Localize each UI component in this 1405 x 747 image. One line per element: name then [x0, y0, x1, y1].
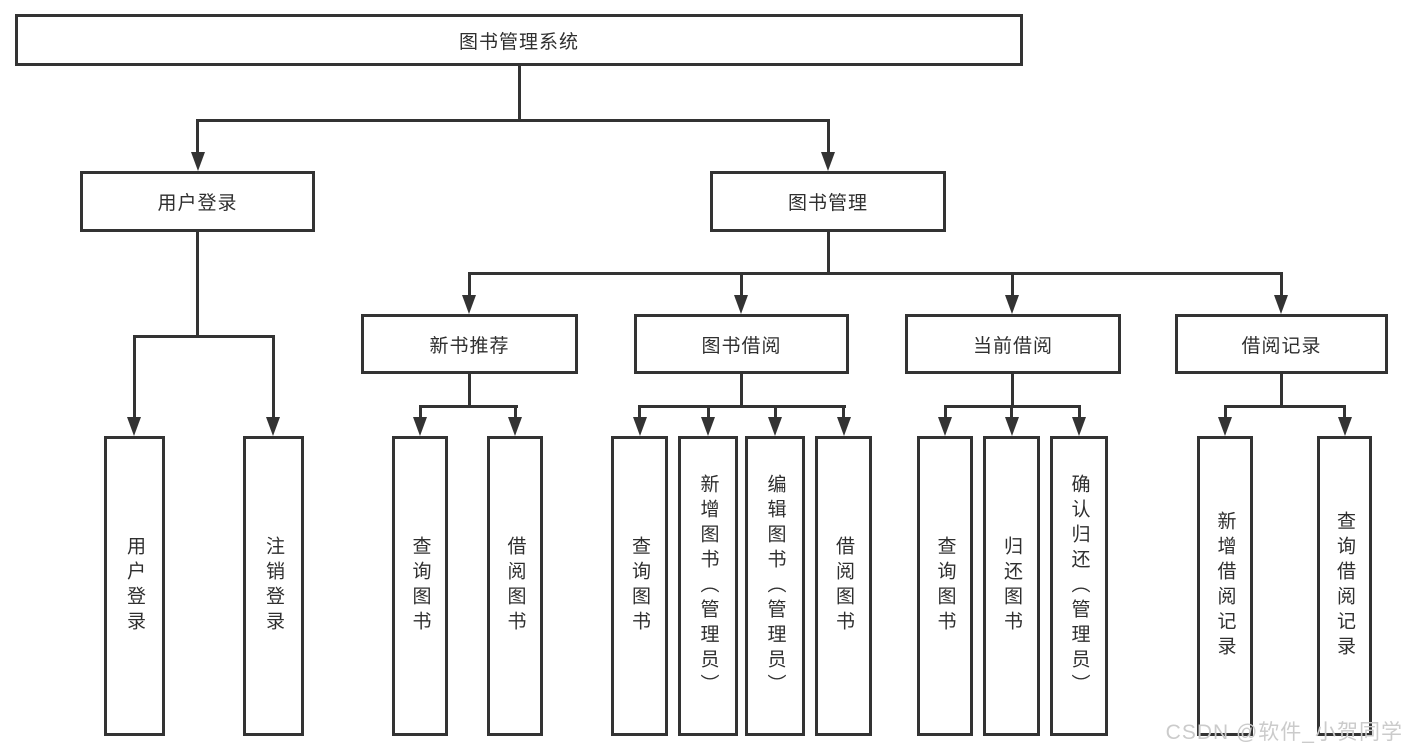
connector-drop: [638, 405, 641, 420]
node-user-login: 用户登录: [80, 171, 315, 232]
connector-drop: [842, 405, 845, 420]
leaf-user-login-label: 用户登录: [124, 536, 145, 636]
node-current-borrow-label: 当前借阅: [972, 335, 1053, 357]
node-new-book-recommend-label: 新书推荐: [429, 335, 510, 357]
connector-stem: [1279, 374, 1283, 408]
connector-stem: [467, 374, 471, 408]
connector-arrowhead: [1072, 417, 1086, 436]
leaf-borrow-borrow-books: 借阅图书: [815, 436, 872, 736]
connector-drop: [418, 405, 422, 420]
node-book-borrow: 图书借阅: [634, 314, 849, 374]
connector-drop: [739, 272, 743, 298]
connector-drop: [773, 405, 777, 420]
connector-arrowhead: [1274, 295, 1288, 314]
leaf-current-confirm-return-admin-label: 确认归还（管理员）: [1068, 473, 1090, 699]
node-root: 图书管理系统: [15, 14, 1023, 66]
connector-drop: [467, 272, 471, 298]
node-book-management: 图书管理: [710, 171, 946, 232]
connector-stem: [739, 374, 743, 408]
connector-arrowhead: [734, 295, 748, 314]
connector-arrowhead: [1337, 417, 1352, 436]
connector-arrowhead: [266, 417, 280, 436]
node-borrow-records-label: 借阅记录: [1241, 335, 1322, 357]
connector-bar: [1223, 405, 1346, 408]
leaf-records-add-record-label: 新增借阅记录: [1214, 511, 1236, 661]
node-current-borrow: 当前借阅: [905, 314, 1121, 374]
leaf-borrow-add-books-admin: 新增图书（管理员）: [678, 436, 738, 736]
connector-drop: [1343, 405, 1346, 420]
connector-stem: [1010, 374, 1014, 408]
leaf-recommend-borrow-books-label: 借阅图书: [504, 536, 526, 636]
connector-arrowhead: [462, 295, 476, 314]
connector-stem: [826, 232, 830, 275]
connector-drop: [1010, 272, 1014, 298]
leaf-recommend-query-books-label: 查询图书: [409, 536, 431, 636]
node-user-login-label: 用户登录: [157, 193, 238, 214]
leaf-logout-label: 注销登录: [263, 536, 284, 636]
connector-drop: [513, 405, 517, 420]
connector-arrowhead: [1005, 295, 1019, 314]
csdn-watermark: CSDN @软件_小贺同学: [1165, 721, 1403, 744]
connector-stem: [517, 66, 521, 122]
connector-drop: [943, 405, 947, 420]
connector-bar: [418, 405, 518, 408]
connector-arrowhead: [1004, 417, 1019, 436]
leaf-current-return-books: 归还图书: [983, 436, 1040, 736]
leaf-current-return-books-label: 归还图书: [1001, 536, 1022, 636]
connector-arrowhead: [768, 417, 782, 436]
connector-bar: [638, 405, 846, 408]
node-book-management-label: 图书管理: [787, 193, 868, 214]
connector-drop: [1010, 405, 1013, 420]
node-root-label: 图书管理系统: [458, 31, 579, 53]
leaf-records-query-record: 查询借阅记录: [1317, 436, 1372, 736]
connector-arrowhead: [1218, 417, 1232, 436]
leaf-borrow-borrow-books-label: 借阅图书: [833, 536, 854, 636]
leaf-current-query-books: 查询图书: [917, 436, 973, 736]
connector-arrowhead: [821, 152, 835, 171]
connector-drop: [271, 335, 275, 420]
leaf-borrow-query-books: 查询图书: [611, 436, 668, 736]
connector-arrowhead: [413, 417, 427, 436]
connector-arrowhead: [938, 417, 952, 436]
leaf-borrow-edit-books-admin-label: 编辑图书（管理员）: [764, 473, 786, 699]
connector-arrowhead: [836, 417, 851, 436]
node-borrow-records: 借阅记录: [1175, 314, 1388, 374]
connector-arrowhead: [190, 152, 205, 171]
leaf-current-query-books-label: 查询图书: [934, 536, 956, 636]
leaf-records-add-record: 新增借阅记录: [1197, 436, 1253, 736]
node-book-borrow-label: 图书借阅: [701, 335, 782, 357]
leaf-borrow-add-books-admin-label: 新增图书（管理员）: [697, 473, 719, 699]
leaf-recommend-query-books: 查询图书: [392, 436, 448, 736]
connector-stem: [196, 232, 199, 338]
connector-drop: [196, 119, 199, 155]
connector-bar: [196, 119, 830, 122]
connector-drop: [132, 335, 136, 420]
node-new-book-recommend: 新书推荐: [361, 314, 578, 374]
connector-bar: [132, 335, 275, 338]
connector-arrowhead: [508, 417, 522, 436]
connector-arrowhead: [632, 417, 647, 436]
connector-drop: [826, 119, 830, 155]
leaf-logout: 注销登录: [243, 436, 304, 736]
connector-drop: [1223, 405, 1227, 420]
connector-arrowhead: [701, 417, 715, 436]
leaf-records-query-record-label: 查询借阅记录: [1334, 511, 1355, 661]
leaf-user-login: 用户登录: [104, 436, 165, 736]
connector-bar: [467, 272, 1283, 275]
connector-arrowhead: [127, 417, 141, 436]
leaf-recommend-borrow-books: 借阅图书: [487, 436, 543, 736]
connector-drop: [706, 405, 710, 420]
leaf-borrow-query-books-label: 查询图书: [629, 536, 650, 636]
connector-drop: [1077, 405, 1081, 420]
leaf-borrow-edit-books-admin: 编辑图书（管理员）: [745, 436, 805, 736]
leaf-current-confirm-return-admin: 确认归还（管理员）: [1050, 436, 1108, 736]
connector-drop: [1279, 272, 1283, 298]
